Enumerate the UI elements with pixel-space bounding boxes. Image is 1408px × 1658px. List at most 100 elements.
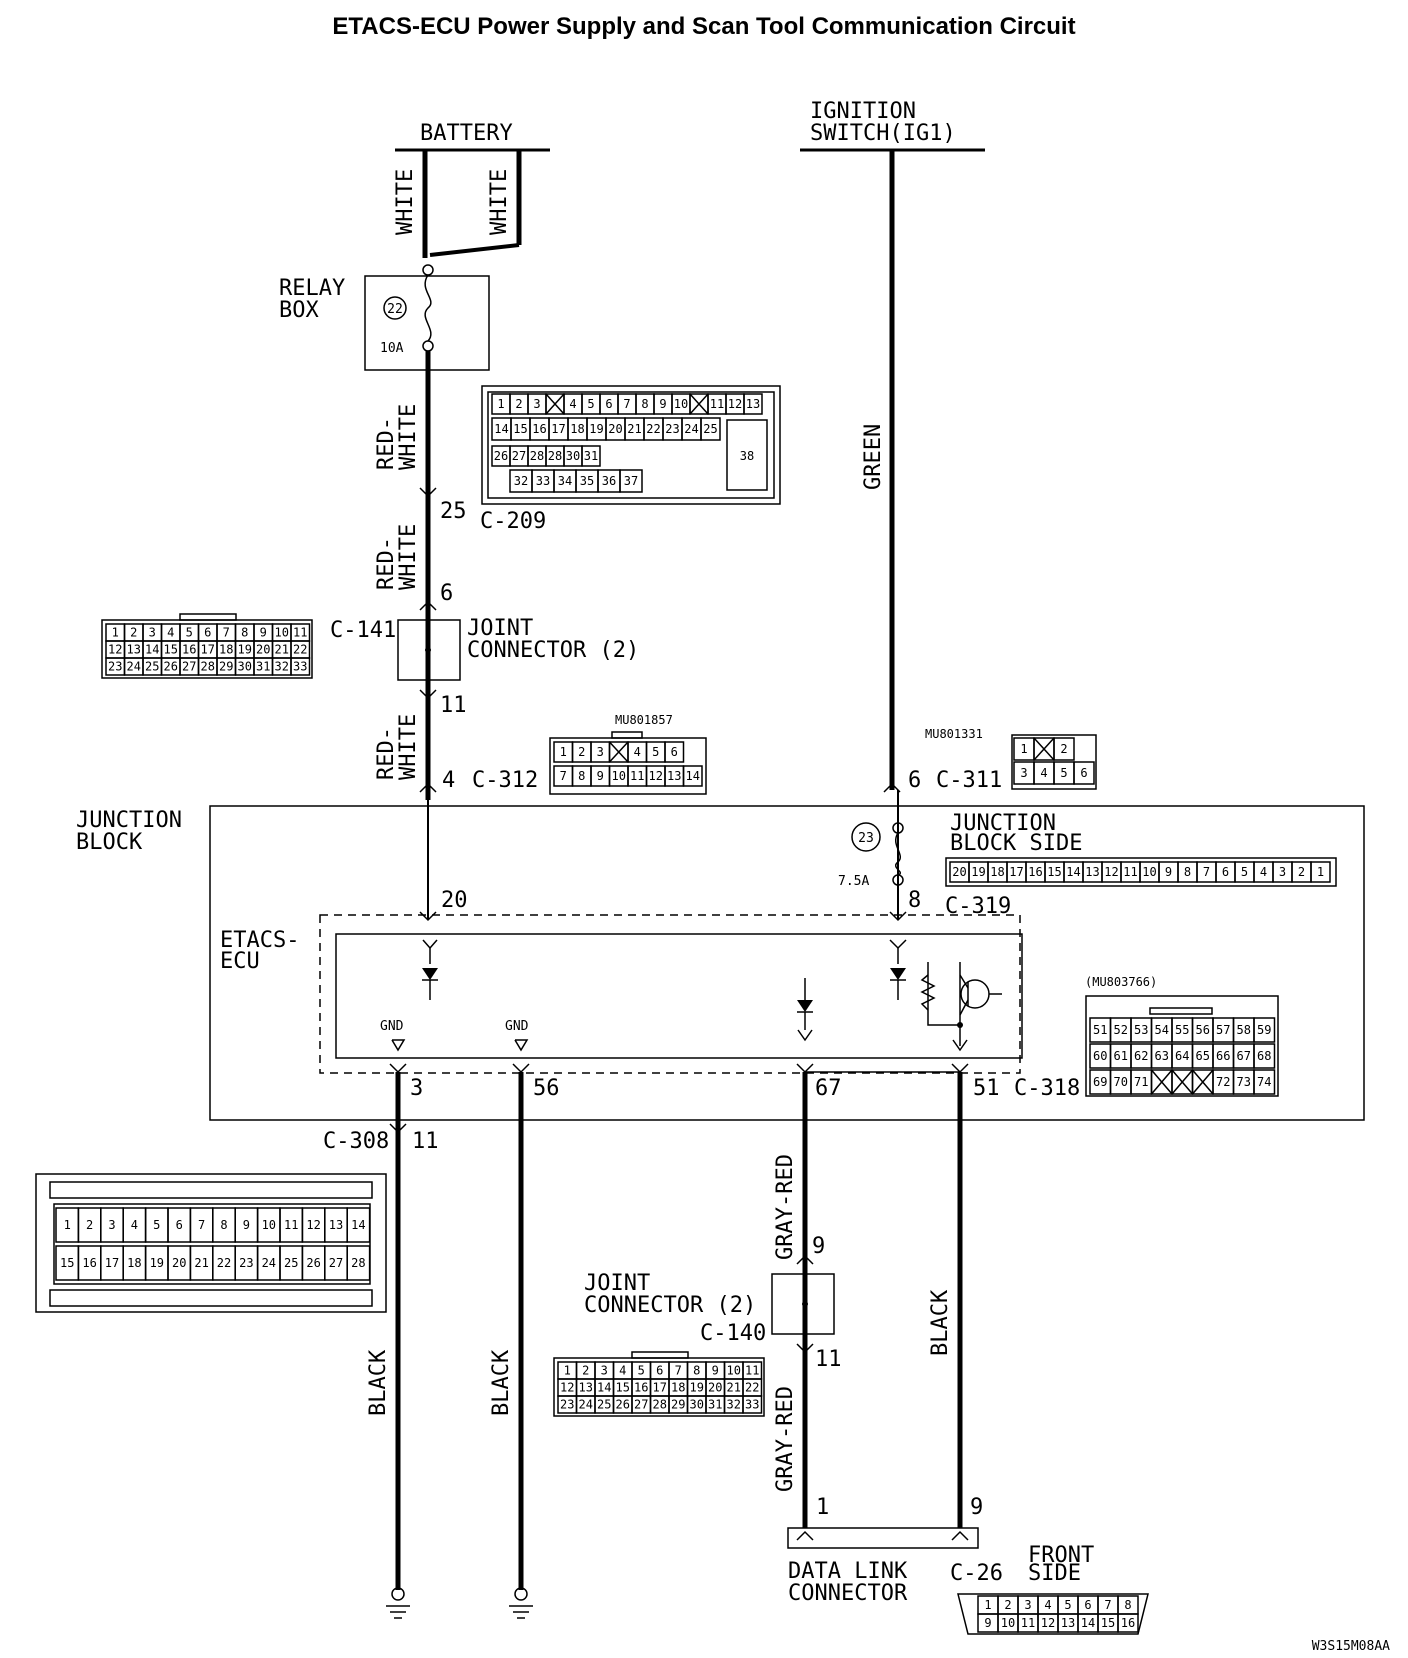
c209-row2-pin: 18 [570,422,584,436]
pin-8-mark [889,911,907,922]
fuse-22-top [422,264,434,276]
c312-r2-cell [682,765,703,787]
c308-r2-pin: 23 [239,1256,253,1270]
c308-r2-pin: 21 [194,1256,208,1270]
c318-r1-pin: 59 [1257,1023,1271,1037]
c209-row3-cell [581,445,601,467]
pin-8: 8 [908,888,921,913]
c308-r1-pin: 3 [108,1218,115,1232]
c26-r1-pin: 7 [1104,1598,1111,1612]
c311-r2-pin: 6 [1080,766,1087,780]
pin-25: 25 [440,499,467,524]
c141-r2-pin: 13 [127,643,141,657]
pin-6b-mark [883,782,901,793]
c319-pin: 3 [1279,865,1286,879]
c209-row1-pin: 9 [659,397,666,411]
dlc-side-label: SIDE [1028,1561,1081,1586]
c141-r1-pin: 8 [241,626,248,640]
c140-r2-pin: 19 [690,1381,704,1395]
c312-r1-pin: 6 [671,745,678,759]
fuse-22-number: 22 [387,302,403,317]
c308-r1-pin: 10 [262,1218,276,1232]
black-label-2: BLACK [489,1349,514,1416]
c141-r3-pin: 32 [275,660,289,674]
c209-row3-pin: 31 [584,449,598,463]
c141-r1-pin: 5 [186,626,193,640]
c26-r2-pin: 11 [1021,1616,1035,1630]
joint1-label-1: JOINT [467,616,533,641]
fuse-22-element [424,274,432,342]
c319-pin: 16 [1028,865,1042,879]
pin-6b: 6 [908,768,921,793]
c140-r3-pin: 25 [597,1398,611,1412]
c318-r3-pin: 74 [1257,1075,1271,1089]
c209-row3-pin: 28 [530,449,544,463]
c140-r1-pin: 1 [564,1364,571,1378]
c141-r1-pin: 9 [260,626,267,640]
junction-block-label-2: BLOCK [76,830,143,855]
jb-side-label-2: BLOCK SIDE [950,831,1082,856]
c141-r3-pin: 28 [201,660,215,674]
c319-pin: 20 [952,865,966,879]
c318-r2-pin: 66 [1216,1049,1230,1063]
red-white-label-1a: RED- [374,417,399,470]
c312-r1-pin: 1 [560,745,567,759]
c209-row4-pin: 35 [580,474,594,488]
c318-r3-pin: 69 [1093,1075,1107,1089]
c308-r1-pin: 6 [176,1218,183,1232]
c141-r3-pin: 31 [256,660,270,674]
c308-r1-pin: 11 [284,1218,298,1232]
c140-r3-pin: 29 [671,1398,685,1412]
c209-row1-pin: 11 [710,397,724,411]
pin-11c-mark [796,1343,814,1354]
c209-row4-pin: 37 [624,474,638,488]
c318-label: C-318 [1014,1076,1080,1101]
c141-r3-pin: 30 [238,660,252,674]
ignition-label-2: SWITCH(IG1) [810,121,956,146]
c209-row3-pin: 28 [548,449,562,463]
c140-r3-pin: 30 [690,1398,704,1412]
c318-r3-cell [1253,1069,1276,1095]
c308-r2-pin: 25 [284,1256,298,1270]
red-white-label-3a: RED- [374,727,399,780]
pin-4: 4 [442,768,455,793]
c308-r2-cell [346,1245,371,1281]
c312-r1-pin: 4 [634,745,641,759]
etacs-label-1: ETACS- [220,928,299,953]
c141-r1-pin: 1 [112,626,119,640]
dlc-label-1: DATA LINK [788,1559,908,1584]
junction-block [209,805,1365,1121]
c319-pin: 2 [1298,865,1305,879]
c308-r1-pin: 7 [198,1218,205,1232]
c209-row2-pin: 21 [627,422,641,436]
c318-r1-pin: 51 [1093,1023,1107,1037]
c308-r1-pin: 13 [329,1218,343,1232]
c318-r2-pin: 62 [1134,1049,1148,1063]
c318-r2-pin: 65 [1196,1049,1210,1063]
c26-r2-pin: 10 [1001,1616,1015,1630]
c319-pin: 18 [990,865,1004,879]
c141-r3-pin: 27 [182,660,196,674]
c141-r1-pin: 4 [167,626,174,640]
c308-r2-pin: 22 [217,1256,231,1270]
c319-pin: 12 [1104,865,1118,879]
junction-block-label-1: JUNCTION [76,808,182,833]
joint-connector-c140 [771,1273,835,1335]
c308-r1-pin: 5 [153,1218,160,1232]
c26-r1-pin: 3 [1024,1598,1031,1612]
c209-row2-pin: 25 [703,422,717,436]
pin-25-mark [419,487,437,498]
c140-r2-pin: 16 [634,1381,648,1395]
diode-1 [422,939,438,1000]
c141-r1-pin: 10 [275,626,289,640]
c319-pin: 9 [1165,865,1172,879]
c141-r1-pin: 3 [149,626,156,640]
c318-r3-blank [1150,1069,1173,1095]
c318-r1-pin: 53 [1134,1023,1148,1037]
c209-row3-pin: 27 [512,449,526,463]
